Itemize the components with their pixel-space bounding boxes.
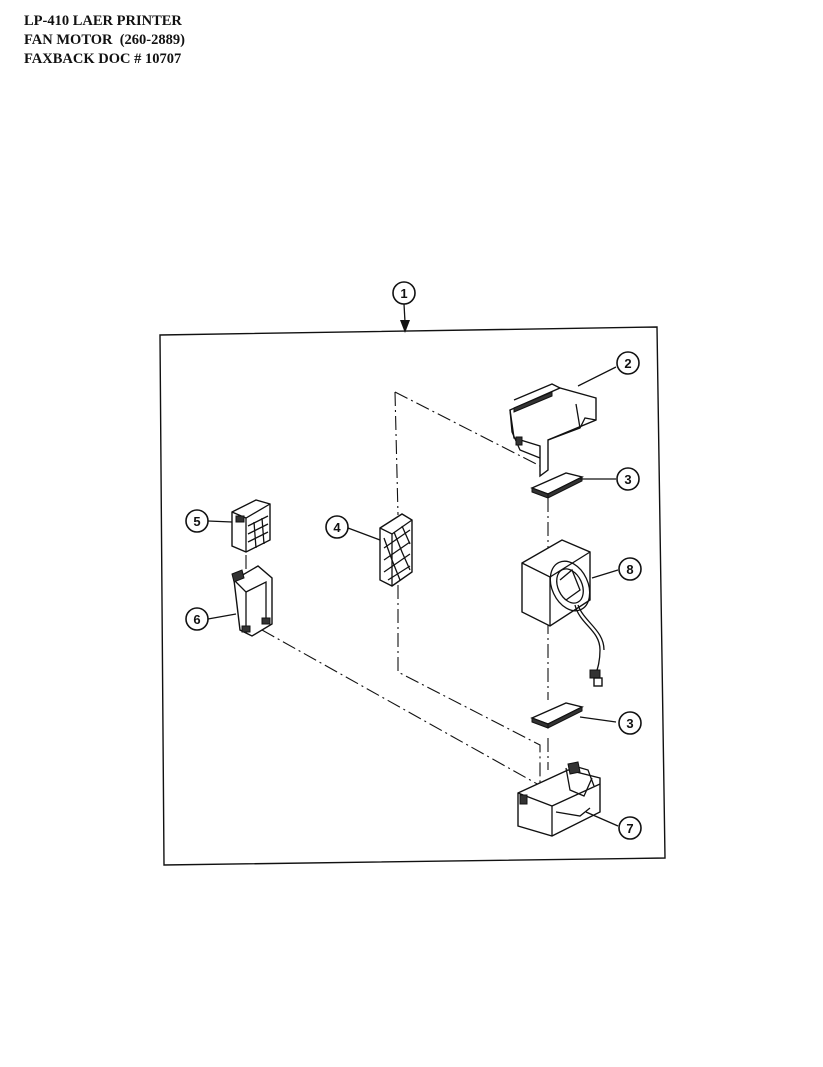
header-part-name: FAN MOTOR (260-2889) <box>24 32 185 48</box>
leader-7 <box>585 811 619 827</box>
callout-3-upper: 3 <box>616 467 640 491</box>
leader-4 <box>347 527 381 541</box>
callout-5: 5 <box>185 509 209 533</box>
fan-bracket-part <box>509 383 597 478</box>
spacer-pad-upper <box>530 472 585 499</box>
callout-4: 4 <box>325 515 349 539</box>
header-title: LP-410 LAER PRINTER <box>24 13 182 29</box>
svg-text:6: 6 <box>193 612 200 627</box>
svg-text:3: 3 <box>626 716 633 731</box>
document-header: LP-410 LAER PRINTER FAN MOTOR (260-2889)… <box>24 12 185 69</box>
svg-text:5: 5 <box>193 514 200 529</box>
callout-7: 7 <box>618 816 642 840</box>
leader-3b <box>579 716 617 723</box>
leader-2 <box>577 366 617 387</box>
fan-holder-part <box>517 761 601 837</box>
svg-text:1: 1 <box>400 286 407 301</box>
spacer-pad-lower <box>530 702 585 729</box>
svg-text:7: 7 <box>626 821 633 836</box>
svg-text:3: 3 <box>624 472 631 487</box>
svg-text:8: 8 <box>626 562 633 577</box>
leader-8 <box>591 569 619 579</box>
callout-1: 1 <box>392 281 416 305</box>
fan-motor-part <box>521 539 605 687</box>
callout-6: 6 <box>185 607 209 631</box>
leader-6 <box>207 613 237 620</box>
leader-5 <box>207 520 233 523</box>
svg-text:2: 2 <box>624 356 631 371</box>
clip-holder-part <box>231 565 273 637</box>
assembly-frame <box>159 326 666 866</box>
svg-text:4: 4 <box>333 520 341 535</box>
header-doc-number: FAXBACK DOC # 10707 <box>24 51 182 67</box>
callout-2: 2 <box>616 351 640 375</box>
callout-8: 8 <box>618 557 642 581</box>
assembly-lines <box>245 391 549 791</box>
callout-leader-1 <box>400 303 410 333</box>
filter-part <box>379 513 413 587</box>
callout-3-lower: 3 <box>618 711 642 735</box>
cover-block-part <box>231 499 271 553</box>
